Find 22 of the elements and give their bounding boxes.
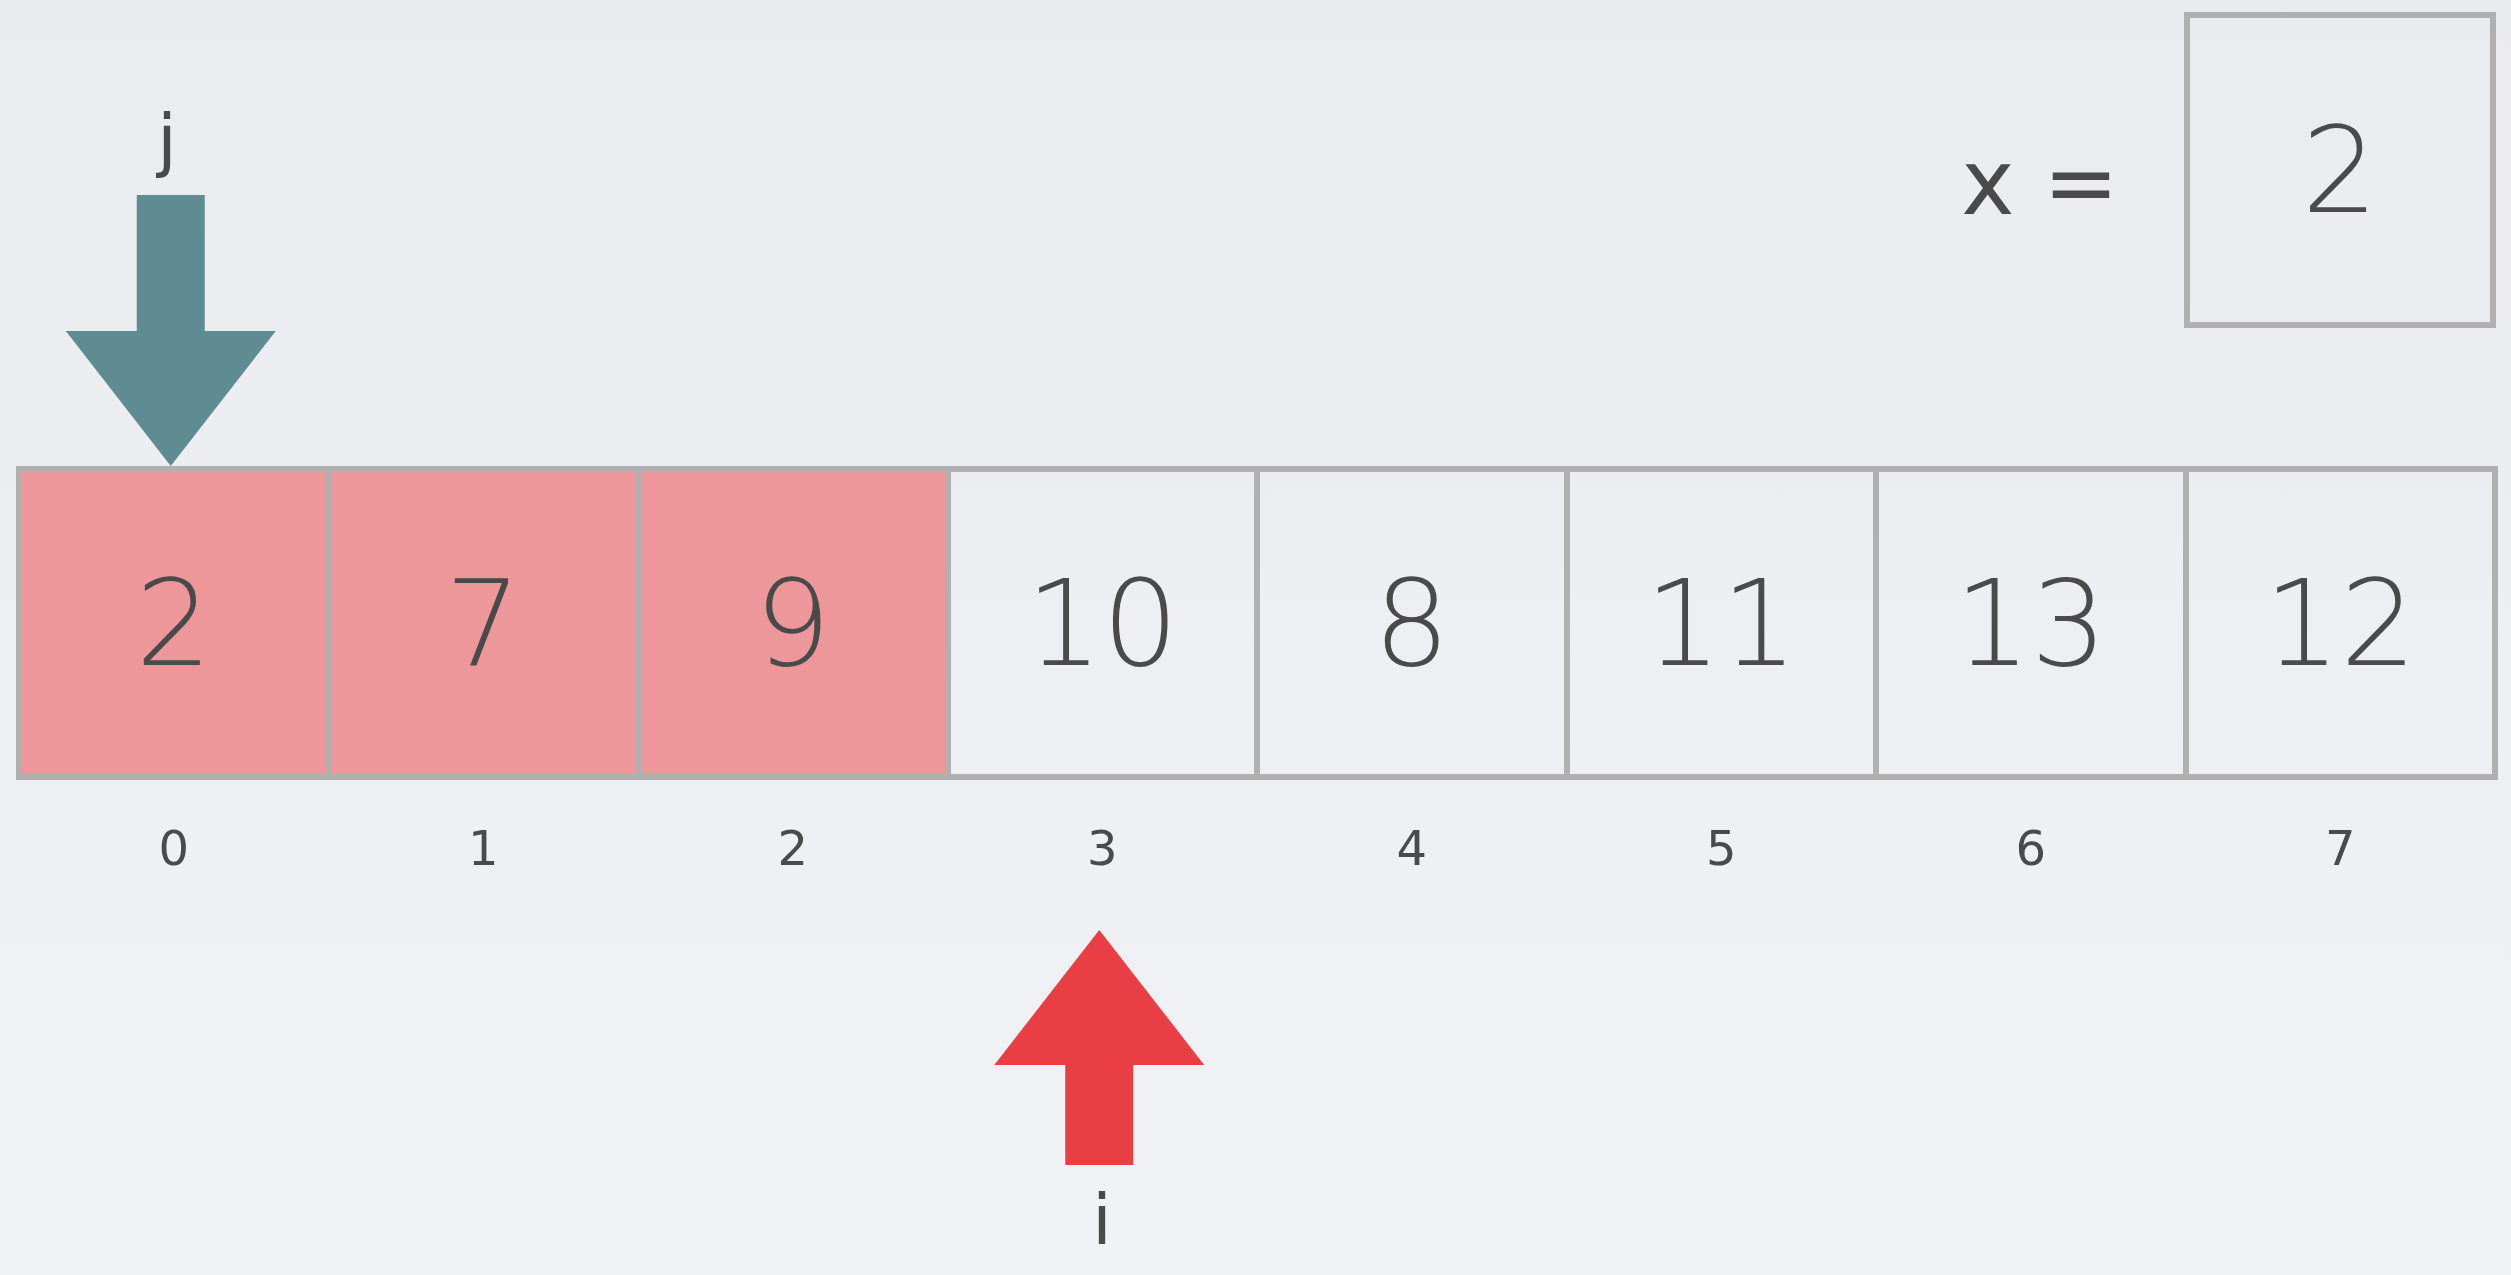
index-label: 1 <box>468 820 499 876</box>
index-label: 3 <box>1087 820 1118 876</box>
value-box: 2 <box>2184 12 2496 328</box>
index-label: 7 <box>2325 820 2356 876</box>
array-cell: 13 <box>1873 466 2183 780</box>
index-label: 6 <box>2015 820 2046 876</box>
pointer-arrow <box>65 195 276 466</box>
index-label: 4 <box>1396 820 1427 876</box>
array-cell: 9 <box>635 466 945 780</box>
pointer-label: i <box>1062 1170 1142 1270</box>
pointer-arrow <box>994 930 1205 1165</box>
array-cell: 10 <box>944 466 1254 780</box>
index-label: 2 <box>777 820 808 876</box>
array-cell: 7 <box>325 466 635 780</box>
variable-label: x = <box>1961 130 2119 235</box>
array-cell: 2 <box>16 466 326 780</box>
pointer-label: j <box>127 90 207 190</box>
index-label: 5 <box>1706 820 1737 876</box>
array-cell: 11 <box>1563 466 1873 780</box>
array-cell: 12 <box>2182 466 2498 780</box>
index-label: 0 <box>158 820 189 876</box>
array-cell: 8 <box>1254 466 1564 780</box>
